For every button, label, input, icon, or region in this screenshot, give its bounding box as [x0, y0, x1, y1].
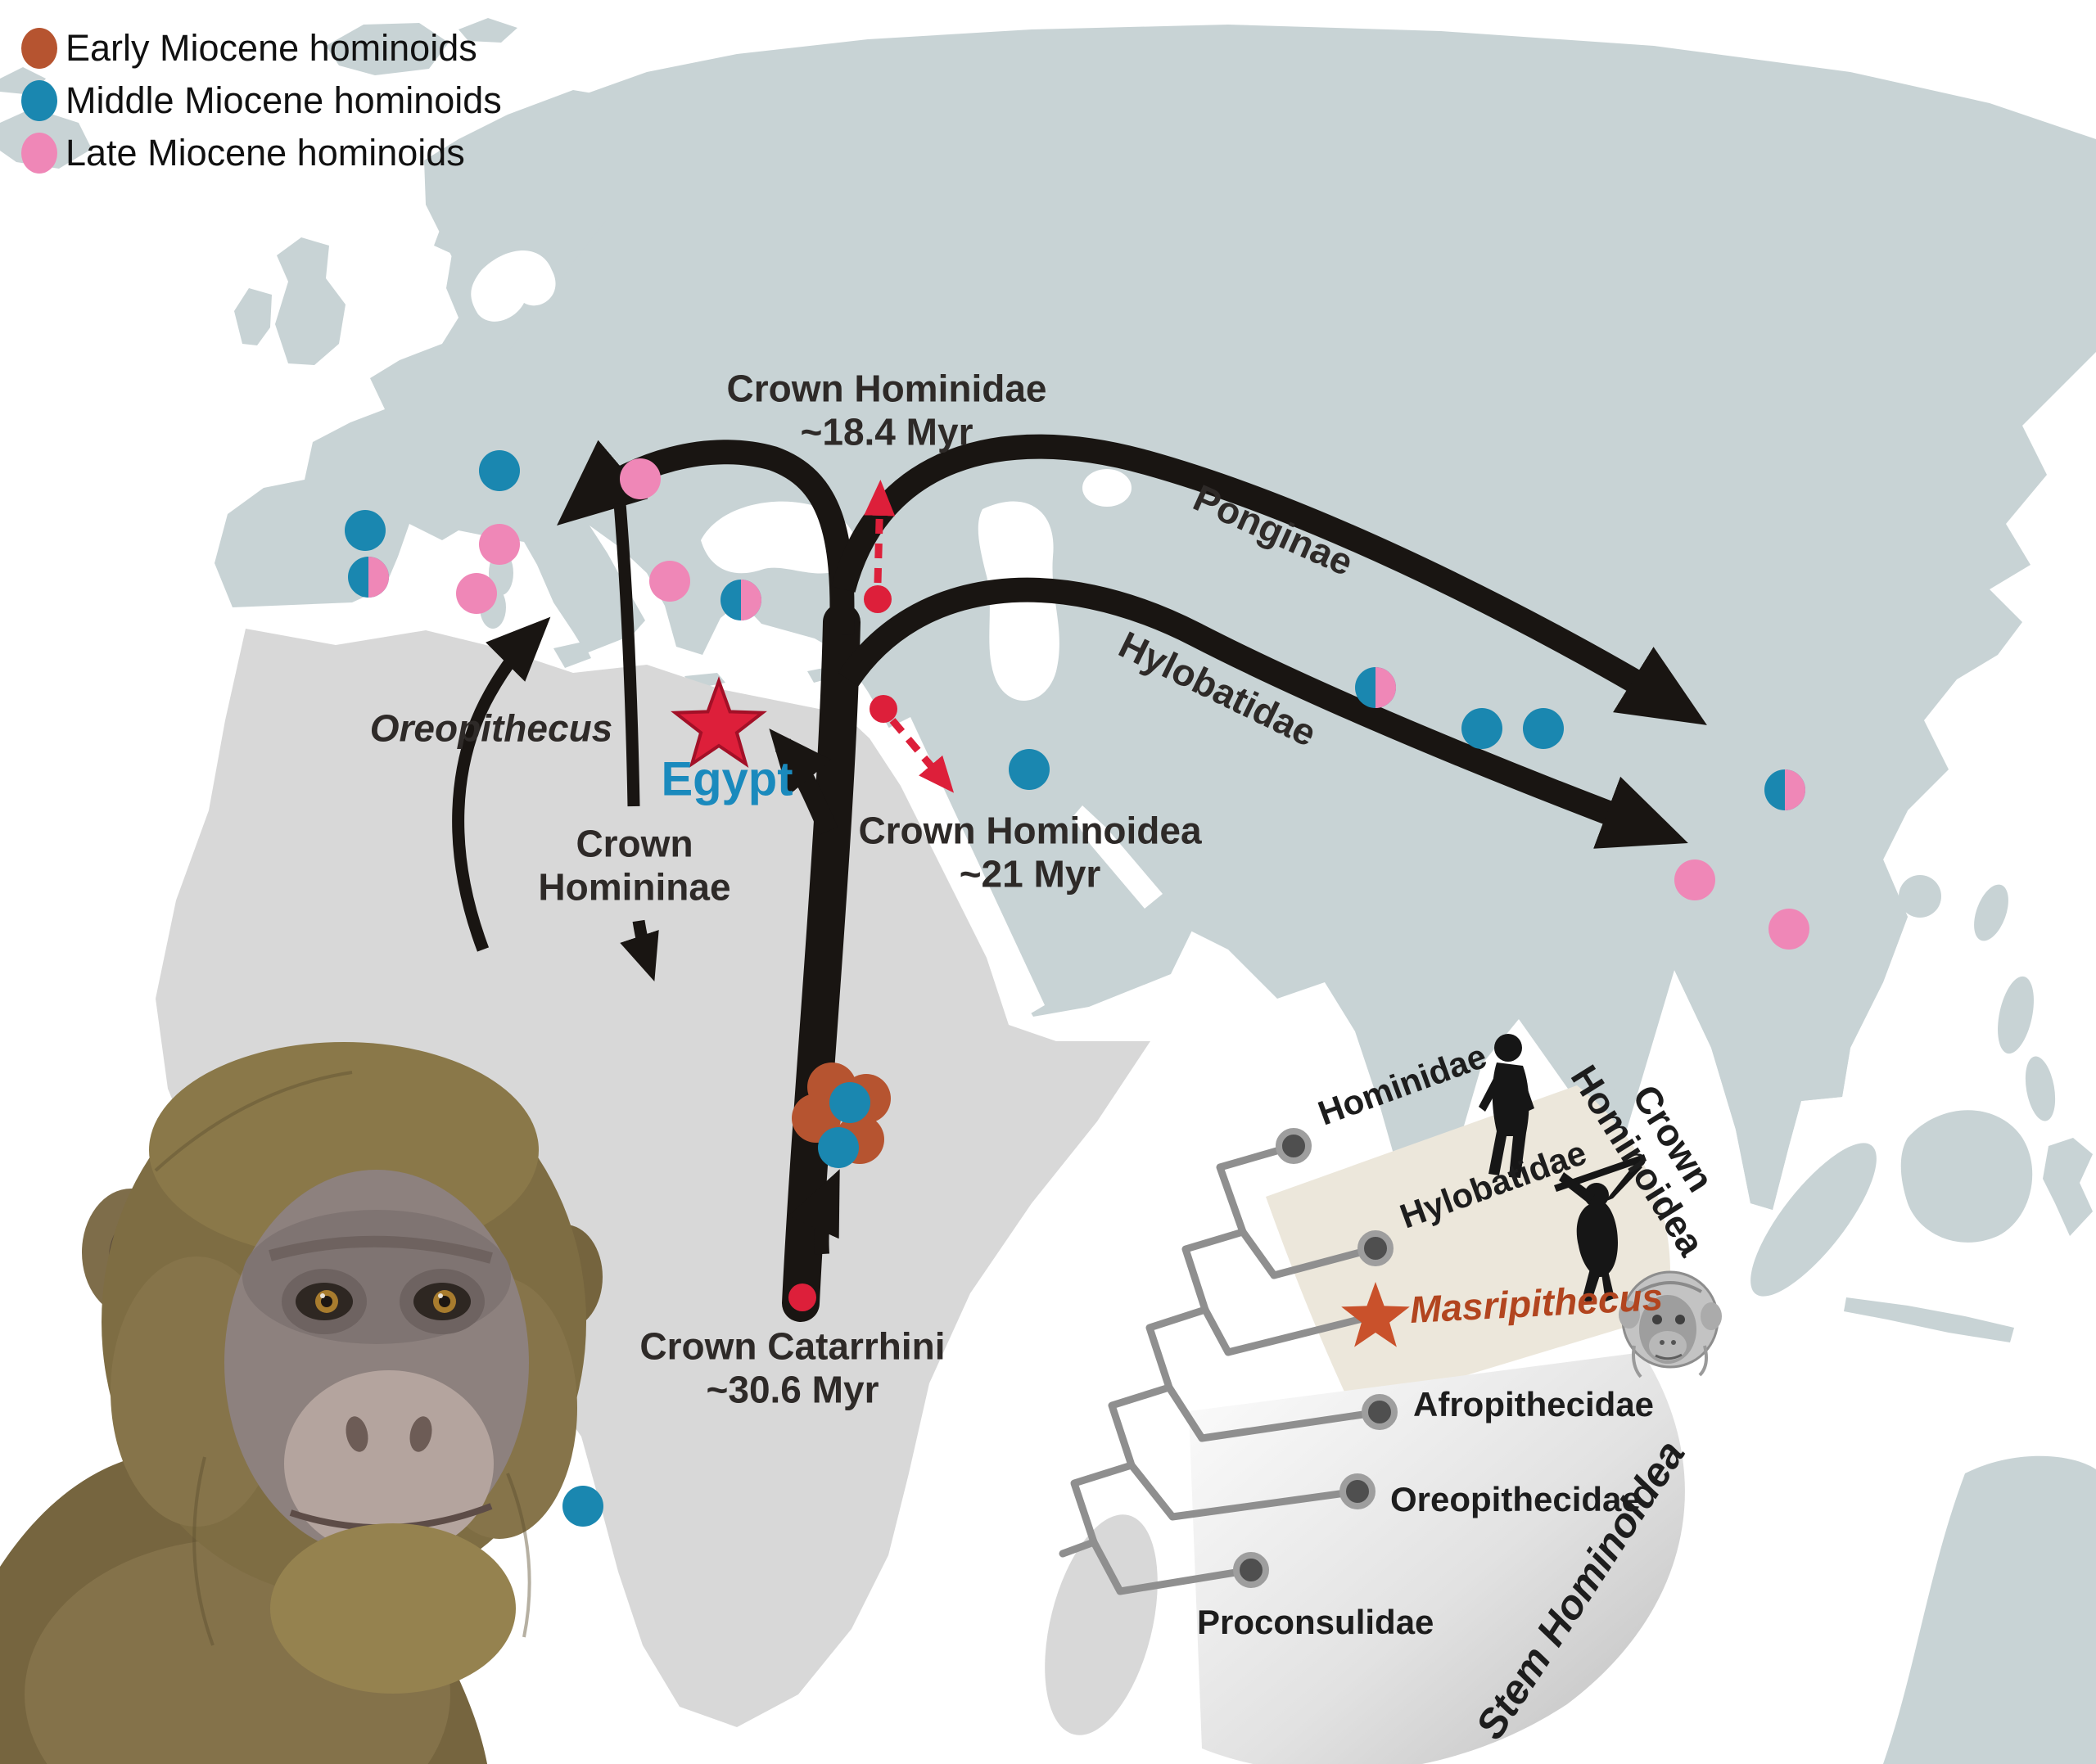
madagascar	[1045, 1514, 1158, 1735]
divergence-node	[788, 1284, 816, 1311]
phylogeny-inset	[1059, 1034, 1722, 1764]
fossil-site-marker	[1764, 769, 1805, 810]
hainan	[1899, 875, 1941, 918]
black-sea	[701, 501, 856, 574]
philippines-2	[2025, 1056, 2056, 1121]
fossil-site-marker	[1461, 708, 1502, 749]
philippines-1	[1998, 976, 2034, 1054]
fossil-site-marker	[1523, 708, 1564, 749]
sicily	[553, 642, 591, 668]
node-proconsulidae	[1233, 1552, 1269, 1588]
middle-miocene-dot	[21, 80, 57, 121]
dashed-to-crown-hominoidea	[889, 718, 955, 793]
tree-branches	[1059, 1142, 1384, 1595]
label-crown-hominidae: Crown Hominidae ~18.4 Myr	[726, 367, 1047, 453]
fossil-site-markers	[345, 450, 1809, 1527]
ape-reconstruction-illustration	[0, 1042, 603, 1764]
arrow-to-egypt	[769, 729, 838, 835]
tree-nodes	[1233, 1128, 1398, 1588]
legend-label-late: Late Miocene hominoids	[66, 132, 465, 174]
legend-item-early: Early Miocene hominoids	[21, 27, 502, 69]
fossil-site-marker	[479, 524, 520, 565]
node-hominidae	[1276, 1128, 1312, 1164]
africa-landmass	[156, 629, 1150, 1727]
stem-hominoidea-wedge	[1189, 1352, 1685, 1764]
label-crown-homininae: Crown Homininae	[538, 822, 731, 909]
fossil-site-marker	[649, 561, 690, 602]
borneo	[1900, 1110, 2033, 1243]
baltic-sea	[471, 250, 556, 322]
fossil-site-marker	[456, 573, 497, 614]
fossil-site-marker	[345, 510, 386, 551]
fossil-site-marker	[1674, 859, 1715, 900]
egypt-star	[671, 676, 767, 769]
red-sea	[884, 717, 1045, 1022]
late-miocene-dot	[21, 133, 57, 174]
label-crown-catarrhini: Crown Catarrhini ~30.6 Myr	[639, 1324, 946, 1411]
arrow-crown-homininae	[620, 919, 659, 981]
legend: Early Miocene hominoids Middle Miocene h…	[21, 27, 502, 174]
human-silhouette	[1479, 1034, 1534, 1178]
label-afropithecidae: Afropithecidae	[1413, 1385, 1655, 1423]
indochina-patch	[1519, 802, 1908, 1210]
ireland	[234, 288, 272, 345]
line-crown-homininae	[613, 503, 640, 807]
early-miocene-dot	[21, 28, 57, 69]
divergence-and-star-markers	[671, 585, 1410, 1347]
fossil-site-marker	[720, 580, 761, 620]
node-oreopithecidae	[1339, 1473, 1376, 1509]
divergence-node	[864, 585, 892, 613]
label-crown-hominoidea: Crown Hominoidea ~21 Myr	[858, 809, 1202, 896]
fossil-site-marker	[348, 557, 389, 598]
label-proconsulidae: Proconsulidae	[1197, 1603, 1434, 1641]
great-britain	[275, 237, 346, 365]
legend-item-middle: Middle Miocene hominoids	[21, 79, 502, 121]
dashed-to-crown-hominidae	[864, 480, 896, 584]
fossil-site-marker	[479, 450, 520, 491]
fossil-site-marker	[562, 1486, 603, 1527]
divergence-dashed-arrows	[864, 480, 955, 793]
aral-sea	[1082, 469, 1132, 507]
sumatra	[1750, 1143, 1877, 1297]
masripithecus-portrait	[1619, 1270, 1722, 1378]
arrow-to-east-africa	[788, 1169, 840, 1255]
fossil-site-marker	[1009, 749, 1050, 790]
sulawesi	[2043, 1138, 2093, 1236]
fossil-site-marker	[620, 458, 661, 499]
masripithecus-star	[1341, 1282, 1410, 1347]
java-chain	[1844, 1297, 2014, 1342]
legend-label-middle: Middle Miocene hominoids	[66, 79, 502, 121]
fossil-site-marker	[829, 1082, 870, 1123]
arrow-hylobatidae	[838, 577, 1688, 849]
label-oreopithecus: Oreopithecus	[369, 706, 613, 750]
taiwan	[1974, 884, 2008, 941]
label-egypt: Egypt	[661, 752, 793, 806]
label-oreopithecidae: Oreopithecidae	[1390, 1480, 1641, 1518]
iceland	[326, 23, 449, 75]
arrow-ponginae	[831, 434, 1707, 725]
arrow-oreopithecus	[452, 616, 551, 952]
gibbon-silhouette	[1554, 1154, 1647, 1303]
fossil-site-marker	[1768, 909, 1809, 950]
fossil-site-marker	[818, 1127, 859, 1168]
node-afropithecidae	[1362, 1394, 1398, 1430]
node-hylobatidae	[1357, 1230, 1394, 1266]
legend-label-early: Early Miocene hominoids	[66, 27, 477, 69]
new-guinea-australia	[1883, 1455, 2096, 1764]
persian-gulf	[1073, 805, 1163, 909]
divergence-node	[870, 695, 897, 723]
legend-item-late: Late Miocene hominoids	[21, 132, 502, 174]
fossil-site-marker	[1355, 667, 1396, 708]
